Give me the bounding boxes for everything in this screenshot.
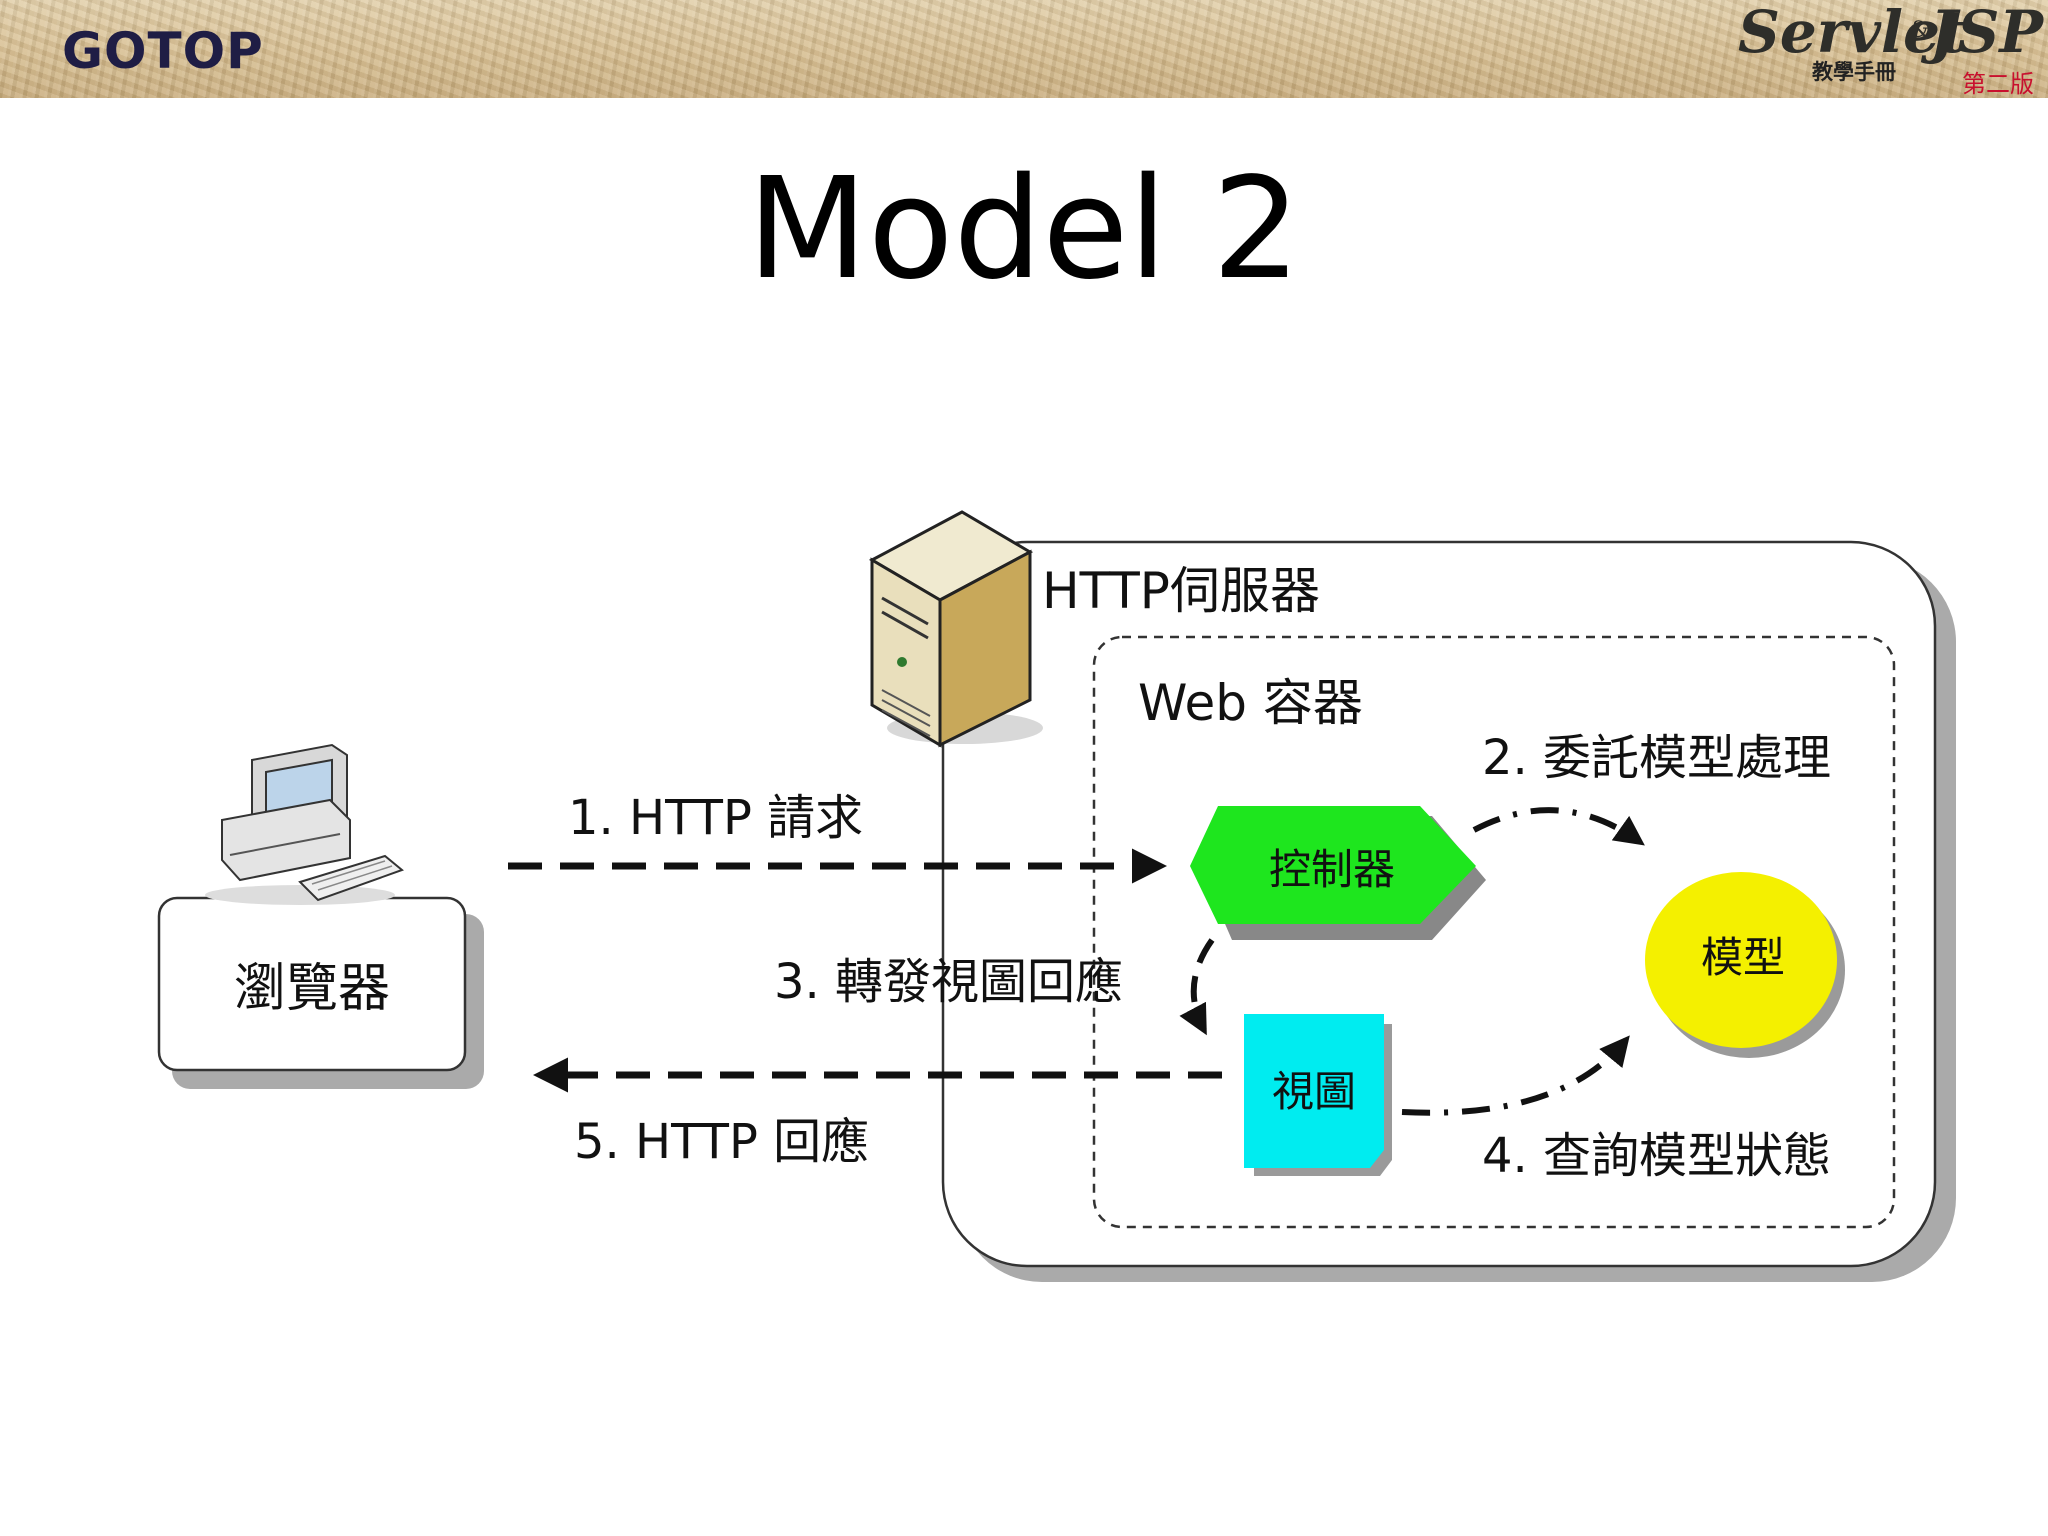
browser-label: 瀏覽器 [234, 959, 390, 1019]
controller-label: 控制器 [1269, 845, 1395, 894]
server-tower-icon [868, 510, 1043, 748]
book-logo-servlet: Servlet [1738, 0, 1967, 66]
step3-label: 3. 轉發視圖回應 [774, 954, 1123, 1010]
view-label: 視圖 [1272, 1067, 1356, 1116]
web-container-box [1092, 635, 1896, 1229]
book-logo-jsp: JSP [1930, 0, 2043, 66]
arrow-step4-query [1401, 1035, 1630, 1116]
book-logo: Servlet & JSP 教學手冊 第二版 [1720, 0, 2043, 98]
slide-title: Model 2 [747, 148, 1301, 311]
step2-label: 2. 委託模型處理 [1482, 730, 1831, 786]
arrow-step2-delegate [1472, 807, 1645, 846]
book-logo-subtitle: 教學手冊 [1812, 60, 1896, 84]
model-ellipse [1645, 872, 1837, 1048]
step5-label: 5. HTTP 回應 [574, 1114, 869, 1170]
header-banner: GOTOP Servlet & JSP 教學手冊 第二版 [0, 0, 2048, 98]
view-document [1244, 1014, 1384, 1168]
web-container-label: Web 容器 [1138, 674, 1363, 732]
step4-label: 4. 查詢模型狀態 [1482, 1128, 1831, 1184]
http-server-label: HTTP伺服器 [1042, 562, 1320, 620]
controller-hexagon [1190, 806, 1476, 924]
publisher-logo: GOTOP [62, 22, 264, 80]
step1-label: 1. HTTP 請求 [568, 790, 863, 846]
book-logo-amp: & [1910, 18, 1930, 43]
book-logo-edition: 第二版 [1962, 70, 2034, 98]
model-label: 模型 [1701, 933, 1785, 982]
desktop-computer-icon [205, 743, 404, 905]
arrow-step3-forward [1179, 938, 1215, 1036]
